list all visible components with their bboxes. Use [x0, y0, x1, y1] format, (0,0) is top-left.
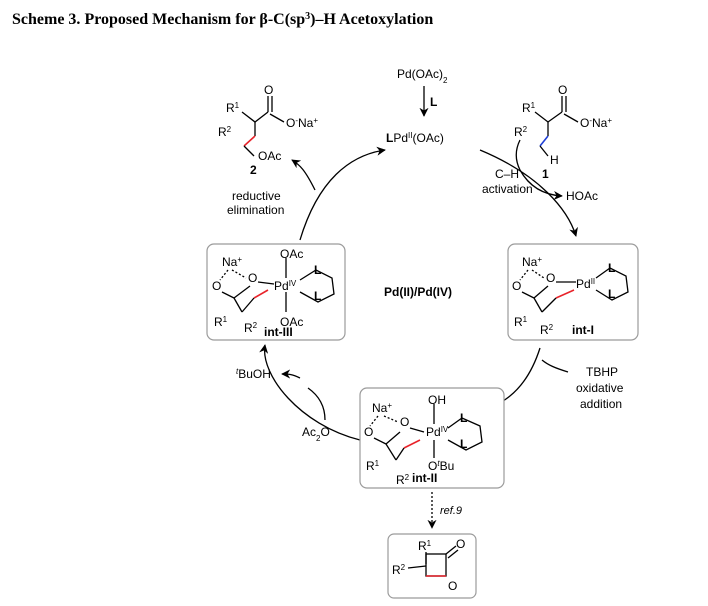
svg-text:R2: R2	[514, 125, 528, 140]
int-II-label: int-II	[412, 471, 437, 485]
svg-text:OH: OH	[428, 393, 446, 407]
svg-text:Na+: Na+	[222, 255, 242, 270]
hoac-label: HOAc	[566, 189, 598, 203]
svg-text:O: O	[558, 83, 567, 97]
svg-text:R1: R1	[522, 101, 536, 116]
substrate-number: 1	[542, 167, 549, 181]
svg-text:L: L	[608, 261, 615, 275]
tbhp-label: TBHP	[586, 365, 618, 379]
cycle-arrow-reductive-elimination	[299, 146, 386, 241]
center-label: Pd(II)/Pd(IV)	[384, 285, 452, 299]
svg-text:Na+: Na+	[522, 255, 542, 270]
oxidative-label: oxidative	[576, 381, 624, 395]
svg-text:R2: R2	[244, 321, 258, 336]
reductive-label: reductive	[232, 189, 281, 203]
svg-text:Na+: Na+	[372, 401, 392, 416]
svg-text:PdII: PdII	[576, 277, 595, 292]
ch-activation-label-2: activation	[482, 182, 533, 196]
ac2o-label: Ac2O	[302, 425, 330, 443]
svg-text:R2: R2	[396, 473, 410, 488]
svg-text:R2: R2	[218, 125, 232, 140]
svg-text:R1: R1	[366, 459, 380, 474]
intermediate-int-II: Na+ O O PdIV OH OtBu L L R1 R2 int-II	[359, 387, 505, 489]
svg-text:O: O	[364, 425, 373, 439]
substrate-1: R1 R2 O O-Na+ H 1	[514, 83, 612, 181]
tbuoh-label: tBuOH	[236, 367, 271, 382]
svg-text:O: O	[512, 279, 521, 293]
beta-lactone: R1 R2 O O	[387, 533, 477, 599]
ligand-label: L	[430, 95, 437, 109]
svg-text:L: L	[314, 289, 321, 303]
svg-text:O: O	[248, 271, 257, 285]
product-2: R1 R2 O O-Na+ OAc 2	[218, 83, 318, 177]
ac2o-entry-arrow	[307, 387, 326, 421]
svg-text:O: O	[456, 537, 465, 551]
svg-text:R1: R1	[514, 315, 528, 330]
int-III-label: int-III	[264, 325, 293, 339]
svg-text:L: L	[460, 411, 467, 425]
intermediate-int-III: Na+ O O PdIV OAc OAc L L R1 R2 int-III	[206, 243, 346, 341]
product-number: 2	[250, 163, 257, 177]
svg-text:O-Na+: O-Na+	[286, 116, 318, 131]
pd-precursor: Pd(OAc)2	[397, 67, 448, 85]
elimination-label: elimination	[227, 203, 284, 217]
svg-text:OAc: OAc	[258, 149, 281, 163]
svg-text:R1: R1	[418, 539, 432, 554]
svg-text:OAc: OAc	[280, 315, 303, 329]
svg-text:L: L	[460, 437, 467, 451]
svg-text:O: O	[546, 271, 555, 285]
svg-text:OtBu: OtBu	[428, 459, 454, 474]
svg-text:OAc: OAc	[280, 247, 303, 261]
svg-text:O: O	[400, 415, 409, 429]
addition-label: addition	[580, 397, 622, 411]
svg-text:H: H	[550, 153, 559, 167]
svg-text:L: L	[314, 263, 321, 277]
ch-activation-label: C–H	[495, 167, 519, 181]
int-I-label: int-I	[572, 323, 594, 337]
product-release-arrow	[291, 159, 316, 191]
cycle-arrow-activation	[479, 149, 578, 237]
svg-text:R2: R2	[540, 323, 554, 338]
svg-text:R1: R1	[226, 101, 240, 116]
active-catalyst: LPdII(OAc)	[386, 131, 444, 146]
svg-text:O: O	[212, 279, 221, 293]
hoac-release-arrow	[519, 169, 563, 201]
svg-text:O: O	[264, 83, 273, 97]
scheme-title: Scheme 3. Proposed Mechanism for β-C(sp3…	[12, 11, 433, 29]
intermediate-int-I: Na+ O O PdII L L R1 R2 int-I	[507, 243, 639, 341]
svg-text:L: L	[608, 287, 615, 301]
substrate-entry-arrow	[515, 139, 521, 171]
tbhp-entry-arrow	[541, 359, 569, 373]
tbuoh-release-arrow	[281, 369, 301, 379]
svg-text:R1: R1	[214, 315, 228, 330]
svg-text:PdIV: PdIV	[426, 425, 449, 440]
svg-text:O-Na+: O-Na+	[580, 116, 612, 131]
svg-text:O: O	[448, 579, 457, 593]
ref-label: ref.9	[440, 505, 462, 517]
cycle-arrow-acetoxylation	[259, 344, 361, 441]
svg-text:R2: R2	[392, 563, 406, 578]
svg-text:PdIV: PdIV	[274, 279, 297, 294]
